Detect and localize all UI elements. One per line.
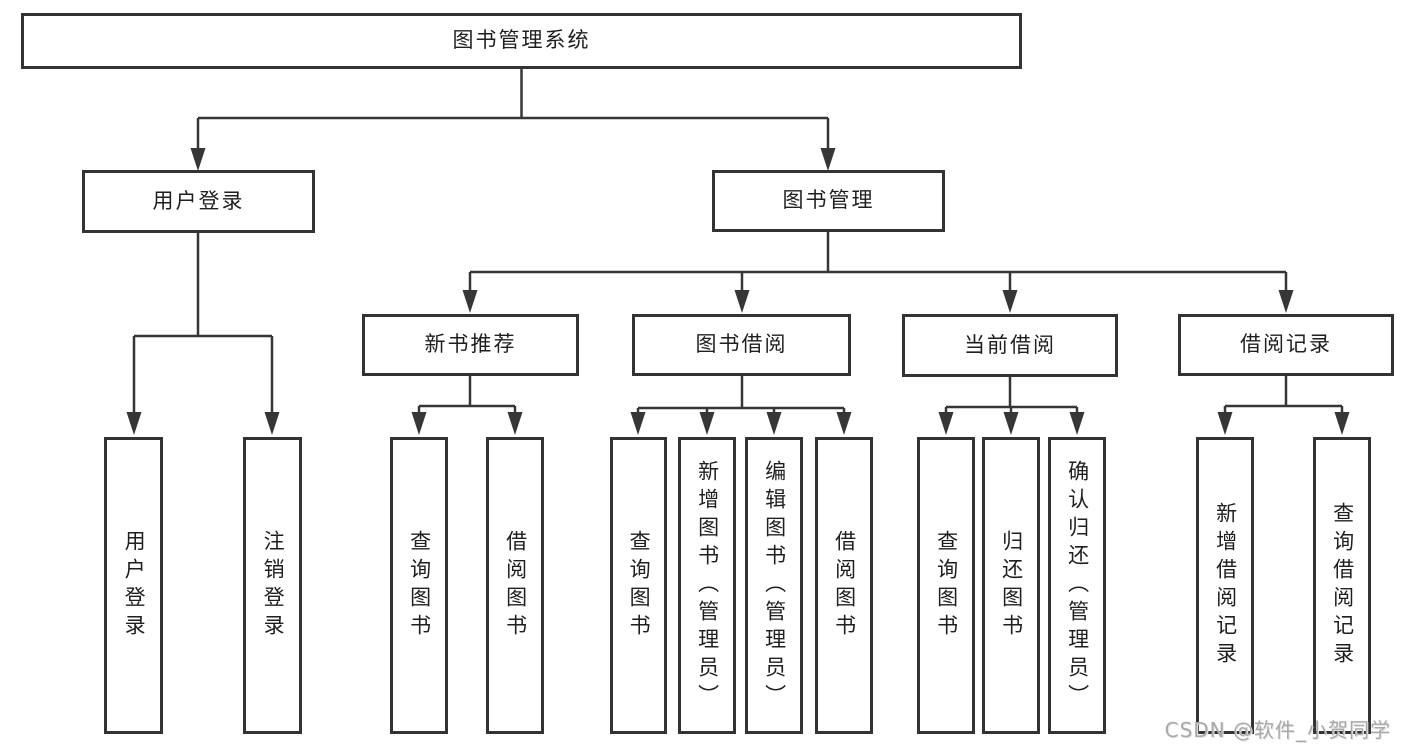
arrowhead-leaf-3 [507, 412, 523, 435]
node-leaf-add-borrow-record: 新增借阅记录 [1196, 437, 1254, 734]
node-leaf-label: 用户登录 [122, 529, 147, 642]
arrowhead-leaf-9 [1003, 412, 1019, 435]
node-leaf-query-borrow-record: 查询借阅记录 [1313, 437, 1371, 734]
arrowhead-leaf-11 [1217, 412, 1233, 435]
node-leaf-label: 新增图书（管理员） [695, 459, 720, 712]
arrowhead-module-0 [462, 290, 478, 313]
node-root-system: 图书管理系统 [21, 13, 1022, 69]
node-branch-label: 图书管理 [782, 188, 875, 213]
arrowhead-module-2 [1002, 290, 1018, 313]
arrowhead-module-3 [1278, 290, 1294, 313]
node-leaf-label: 查询借阅记录 [1330, 501, 1355, 670]
node-branch-label: 用户登录 [152, 188, 245, 213]
node-leaf-add-book-admin: 新增图书（管理员） [678, 437, 736, 734]
arrowhead-leaf-5 [699, 412, 715, 435]
arrowhead-leaf-12 [1334, 412, 1350, 435]
arrowhead-leaf-10 [1069, 412, 1085, 435]
arrowhead-leaf-8 [938, 412, 954, 435]
node-leaf-query-books-recommend: 查询图书 [390, 437, 448, 734]
node-leaf-label: 确认归还（管理员） [1065, 459, 1090, 712]
node-leaf-query-books-borrow: 查询图书 [610, 437, 667, 734]
node-leaf-label: 查询图书 [934, 529, 959, 642]
node-module-label: 借阅记录 [1240, 332, 1332, 357]
node-leaf-user-login: 用户登录 [104, 437, 163, 734]
node-leaf-label: 查询图书 [627, 529, 652, 642]
node-leaf-label: 编辑图书（管理员） [762, 459, 787, 712]
arrowhead-branch-0 [190, 148, 206, 171]
node-leaf-logout: 注销登录 [243, 437, 302, 734]
node-module-new-book-recommend: 新书推荐 [362, 314, 579, 376]
arrowhead-leaf-6 [766, 412, 782, 435]
arrowhead-leaf-7 [836, 412, 852, 435]
node-leaf-label: 注销登录 [261, 529, 286, 642]
node-leaf-borrow-books: 借阅图书 [815, 437, 873, 734]
node-leaf-label: 新增借阅记录 [1213, 501, 1238, 670]
arrowhead-branch-1 [820, 148, 836, 171]
arrowhead-leaf-1 [264, 412, 280, 435]
node-leaf-return-book: 归还图书 [982, 437, 1040, 734]
node-leaf-query-books-current: 查询图书 [917, 437, 975, 734]
node-module-label: 当前借阅 [964, 332, 1056, 357]
node-module-borrow-record: 借阅记录 [1178, 314, 1394, 376]
connector-arrowheads [126, 148, 1350, 435]
node-leaf-confirm-return-admin: 确认归还（管理员） [1048, 437, 1106, 734]
node-leaf-label: 借阅图书 [503, 529, 528, 642]
node-module-current-borrow: 当前借阅 [902, 314, 1118, 377]
node-module-label: 新书推荐 [424, 332, 517, 357]
node-leaf-borrow-books-recommend: 借阅图书 [486, 437, 544, 734]
node-leaf-label: 借阅图书 [832, 529, 857, 642]
node-module-label: 图书借阅 [695, 332, 788, 357]
node-leaf-label: 归还图书 [999, 529, 1024, 642]
arrowhead-leaf-0 [126, 412, 142, 435]
node-root-label: 图书管理系统 [452, 28, 591, 53]
arrowhead-leaf-4 [630, 412, 646, 435]
arrowhead-leaf-2 [411, 412, 427, 435]
csdn-watermark: CSDN @软件_小贺同学 [1164, 718, 1391, 742]
node-leaf-edit-book-admin: 编辑图书（管理员） [745, 437, 803, 734]
node-branch-user-login: 用户登录 [82, 170, 315, 233]
node-module-book-borrow: 图书借阅 [632, 314, 851, 376]
node-branch-book-management: 图书管理 [712, 170, 945, 232]
node-leaf-label: 查询图书 [407, 529, 432, 642]
arrowhead-module-1 [734, 290, 750, 313]
